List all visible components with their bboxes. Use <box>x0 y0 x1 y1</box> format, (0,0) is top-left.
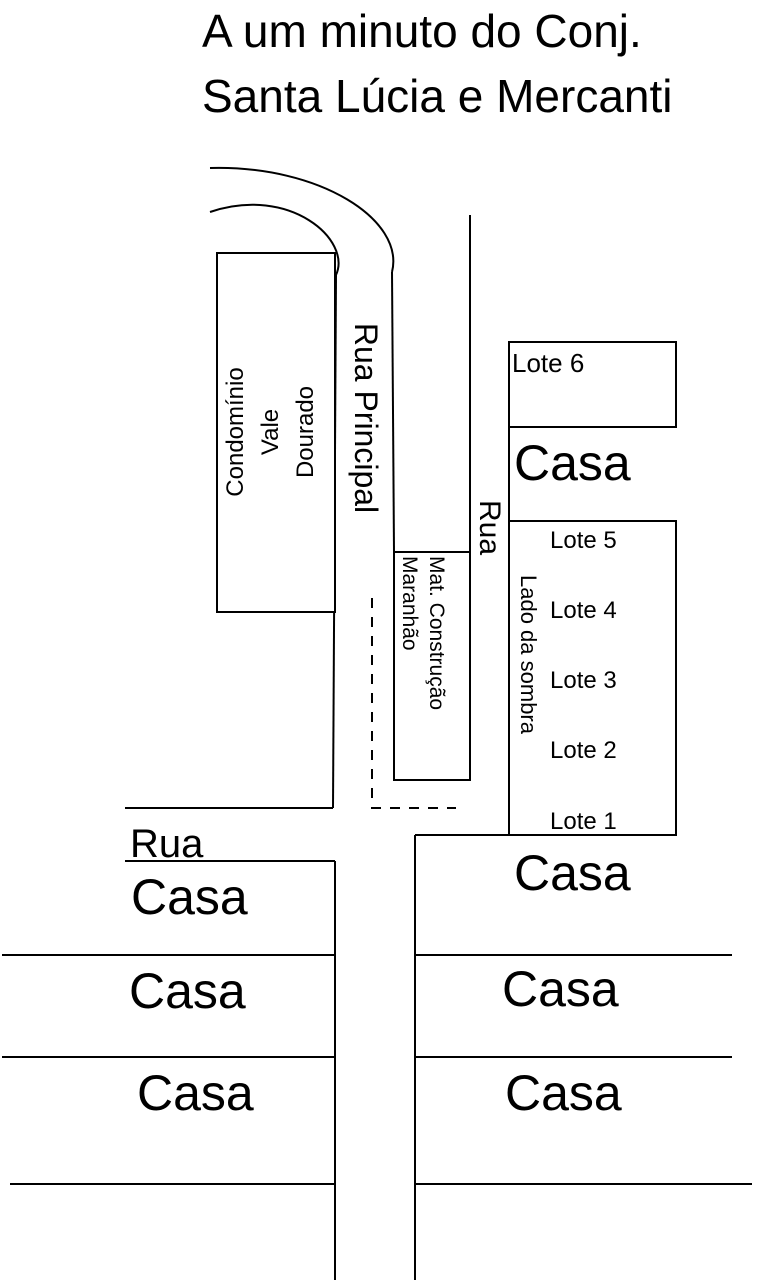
cross-road-label: Rua <box>130 822 204 866</box>
shade-side-label: Lado da sombra <box>516 575 541 735</box>
store-label-2: Maranhão <box>398 556 421 651</box>
house-left-2: Casa <box>129 963 246 1019</box>
lote-4-label: Lote 4 <box>550 597 617 624</box>
house-right-2: Casa <box>502 961 619 1017</box>
side-road-label: Rua <box>473 500 506 555</box>
title-line-2: Santa Lúcia e Mercanti <box>202 70 673 122</box>
condominio-label-2: Vale <box>257 409 284 455</box>
lots-1-5-box <box>508 520 677 836</box>
house-right-1: Casa <box>514 845 631 901</box>
main-road-label: Rua Principal <box>348 323 384 513</box>
condominio-label-3: Dourado <box>292 386 319 478</box>
dashed-area-outline <box>371 598 456 809</box>
lote-6-box <box>508 341 677 428</box>
main-road-right-edge <box>391 271 395 553</box>
house-right-top: Casa <box>514 435 631 491</box>
house-right-3: Casa <box>505 1065 622 1121</box>
condominio-label-1: Condomínio <box>222 367 249 496</box>
lote-1-label: Lote 1 <box>550 808 617 835</box>
lote-6-label: Lote 6 <box>512 348 584 378</box>
lote-3-label: Lote 3 <box>550 667 617 694</box>
house-left-3: Casa <box>137 1065 254 1121</box>
title-line-1: A um minuto do Conj. <box>202 5 642 57</box>
lote-2-label: Lote 2 <box>550 737 617 764</box>
store-label-1: Mat. Construção <box>425 556 448 710</box>
condominio-box <box>216 252 336 613</box>
store-box <box>393 551 471 781</box>
lote-5-label: Lote 5 <box>550 527 617 554</box>
curve-road-inner <box>209 203 340 276</box>
curve-road-outer <box>209 166 395 273</box>
house-left-1: Casa <box>131 869 248 925</box>
